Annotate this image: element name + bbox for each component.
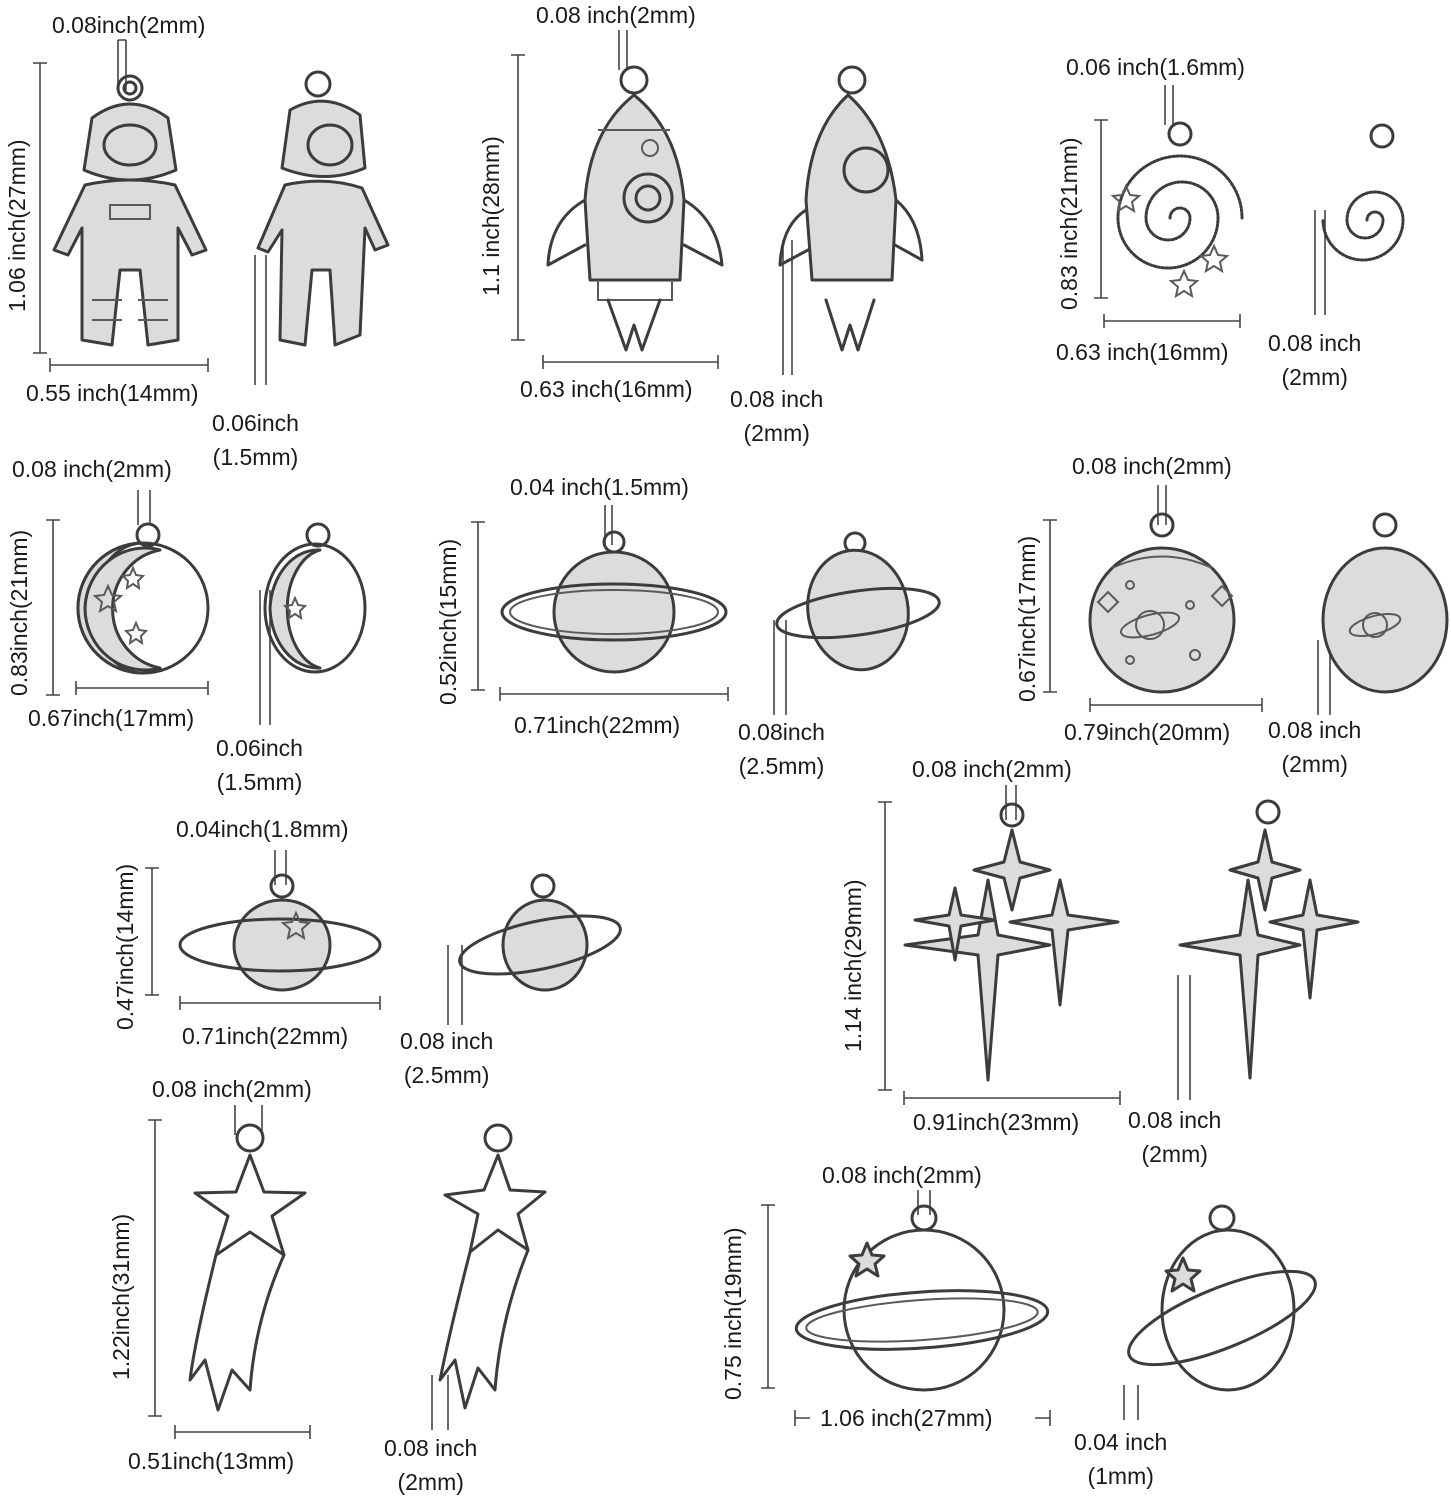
astronaut-charm-angle — [256, 70, 390, 347]
star-planet-charm-front — [178, 873, 382, 992]
star-planet-width-label: 0.71inch(22mm) — [182, 1023, 349, 1049]
saturn-charm-angle — [775, 531, 941, 672]
saturn-hole-label: 0.04 inch(1.5mm) — [510, 474, 689, 500]
round-planet-hole-label: 0.08 inch(2mm) — [1072, 453, 1232, 479]
rocket-thickness-label: 0.08 inch (2mm) — [730, 386, 824, 446]
sparkles-hole-label: 0.08 inch(2mm) — [912, 756, 1072, 782]
round-planet-height-label: 0.67inch(17mm) — [1014, 535, 1040, 702]
rocket-height-label: 1.1 inch(28mm) — [478, 136, 504, 296]
round-planet-charm-angle — [1321, 512, 1449, 694]
sparkles-charm-angle — [1178, 799, 1360, 1080]
rocket-hole-label: 0.08 inch(2mm) — [536, 2, 696, 28]
sparkles-charm-front — [903, 802, 1120, 1082]
moon-hole-label: 0.08 inch(2mm) — [12, 456, 172, 482]
star-planet-height-label: 0.47inch(14mm) — [112, 863, 138, 1030]
shooting-star-charm-angle — [438, 1123, 547, 1410]
shooting-star-thickness-label: 0.08 inch (2mm) — [384, 1435, 478, 1495]
spiral-galaxy-charm-angle — [1321, 123, 1405, 262]
shooting-star-height-label: 1.22inch(31mm) — [108, 1213, 134, 1380]
open-planet-width-label: 1.06 inch(27mm) — [820, 1405, 993, 1431]
round-planet-width-label: 0.79inch(20mm) — [1064, 719, 1231, 745]
round-planet-charm-front — [1088, 512, 1236, 694]
astronaut-hole-label: 0.08inch(2mm) — [52, 12, 206, 38]
shooting-star-charm-front — [188, 1123, 307, 1412]
star-planet-thickness-label: 0.08 inch (2.5mm) — [400, 1028, 494, 1088]
spiral-galaxy-width-label: 0.63 inch(16mm) — [1056, 339, 1229, 365]
moon-charm-front — [76, 522, 210, 675]
saturn-width-label: 0.71inch(22mm) — [514, 712, 681, 738]
moon-height-label: 0.83inch(21mm) — [6, 529, 32, 696]
star-planet-hole-label: 0.04inch(1.8mm) — [176, 816, 349, 842]
open-planet-hole-label: 0.08 inch(2mm) — [822, 1162, 982, 1188]
saturn-height-label: 0.52inch(15mm) — [435, 538, 461, 705]
astronaut-height-label: 1.06 inch(27mm) — [4, 139, 30, 312]
spiral-galaxy-charm-front — [1110, 121, 1244, 299]
sparkles-thickness-label: 0.08 inch (2mm) — [1128, 1107, 1222, 1167]
star-planet-charm-angle — [458, 873, 622, 992]
open-planet-charm-front — [794, 1204, 1050, 1392]
astronaut-thickness-label: 0.06inch (1.5mm) — [212, 410, 299, 470]
moon-charm-angle — [263, 522, 367, 674]
rocket-width-label: 0.63 inch(16mm) — [520, 376, 693, 402]
spiral-galaxy-hole-label: 0.06 inch(1.6mm) — [1066, 54, 1245, 80]
rocket-charm-angle — [778, 65, 924, 352]
saturn-charm-front — [500, 530, 728, 674]
moon-thickness-label: 0.06inch (1.5mm) — [216, 735, 303, 795]
sparkles-width-label: 0.91inch(23mm) — [913, 1109, 1080, 1135]
spiral-galaxy-height-label: 0.83 inch(21mm) — [1056, 137, 1082, 310]
rocket-charm-front — [546, 65, 724, 352]
open-planet-height-label: 0.75 inch(19mm) — [720, 1227, 746, 1400]
sparkles-height-label: 1.14 inch(29mm) — [840, 879, 866, 1052]
open-planet-thickness-label: 0.04 inch (1mm) — [1074, 1429, 1168, 1489]
astronaut-width-label: 0.55 inch(14mm) — [26, 380, 199, 406]
shooting-star-hole-label: 0.08 inch(2mm) — [152, 1076, 312, 1102]
shooting-star-width-label: 0.51inch(13mm) — [128, 1448, 295, 1474]
round-planet-thickness-label: 0.08 inch (2mm) — [1268, 717, 1362, 777]
spiral-galaxy-thickness-label: 0.08 inch (2mm) — [1268, 330, 1362, 390]
astronaut-charm-front — [52, 74, 208, 347]
moon-width-label: 0.67inch(17mm) — [28, 705, 195, 731]
saturn-thickness-label: 0.08inch (2.5mm) — [738, 719, 825, 779]
open-planet-charm-angle — [1127, 1204, 1317, 1392]
